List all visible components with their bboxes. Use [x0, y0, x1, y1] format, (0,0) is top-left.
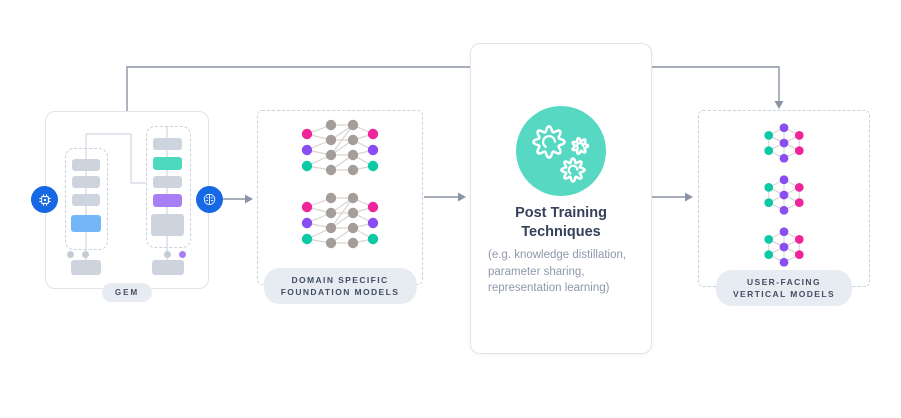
gem-right-output-block — [152, 260, 184, 275]
brain-icon — [203, 193, 216, 205]
brain-badge — [196, 186, 223, 213]
bypass-arrowhead-icon — [774, 101, 784, 109]
arrow-post-to-user-head-icon — [685, 192, 693, 202]
domain-label-line2: FOUNDATION MODELS — [280, 287, 400, 297]
post-title-line2: Techniques — [521, 224, 601, 240]
neural-network-graphic — [301, 119, 379, 176]
post-title-line1: Post Training — [515, 205, 607, 221]
arrow-domain-to-post-head-icon — [458, 192, 466, 202]
post-subtitle-line3: representation learning) — [488, 282, 610, 294]
user-label-line1: USER-FACING — [747, 277, 821, 287]
gem-right-purple-dot — [179, 251, 186, 258]
gem-right-purple-block — [153, 194, 182, 207]
gem-left-ellipsis-dot — [82, 251, 89, 258]
post-subtitle-line2: parameter sharing, — [488, 265, 585, 278]
gem-label: GEM — [101, 283, 153, 302]
gem-left-layer-block — [72, 194, 100, 206]
gem-right-model-column — [146, 126, 191, 248]
gem-right-layer-block — [153, 138, 182, 150]
post-training-subtitle: (e.g. knowledge distillation, parameter … — [488, 247, 626, 297]
neural-network-graphic — [301, 192, 379, 249]
chip-icon — [38, 193, 51, 206]
gem-right-teal-block — [153, 157, 182, 170]
gem-left-layer-block — [72, 159, 100, 171]
gem-right-large-block — [151, 214, 184, 236]
gem-left-layer-block — [72, 176, 100, 188]
post-training-icon-circle — [516, 106, 606, 196]
gem-left-output-block — [71, 260, 101, 275]
gem-left-model-column — [65, 148, 108, 250]
arrow-gem-to-domain-head-icon — [245, 194, 253, 204]
vertical-model-network-graphic — [763, 226, 805, 268]
gears-icon — [532, 125, 590, 183]
post-training-box: Post Training Techniques (e.g. knowledge… — [470, 43, 652, 354]
chip-badge — [31, 186, 58, 213]
user-label-line2: VERTICAL MODELS — [732, 289, 836, 299]
post-subtitle-line1: (e.g. knowledge distillation, — [488, 249, 627, 261]
domain-label-line1: DOMAIN SPECIFIC — [291, 275, 389, 285]
vertical-model-network-graphic — [763, 122, 805, 164]
gem-right-ellipsis-dot — [164, 251, 171, 258]
gem-box: GEM — [45, 111, 209, 302]
domain-box-label: DOMAIN SPECIFIC FOUNDATION MODELS — [263, 268, 417, 304]
gem-left-ellipsis-dot — [67, 251, 74, 258]
post-training-title: Post Training Techniques — [471, 204, 651, 242]
user-facing-box-label: USER-FACING VERTICAL MODELS — [715, 270, 853, 306]
vertical-model-network-graphic — [763, 174, 805, 216]
gem-right-layer-block — [153, 176, 182, 188]
gem-left-highlighted-block — [71, 215, 101, 232]
bypass-connector-line — [126, 66, 780, 111]
user-facing-models-box: USER-FACING VERTICAL MODELS — [698, 110, 870, 306]
domain-foundation-models-box: DOMAIN SPECIFIC FOUNDATION MODELS — [257, 110, 423, 304]
